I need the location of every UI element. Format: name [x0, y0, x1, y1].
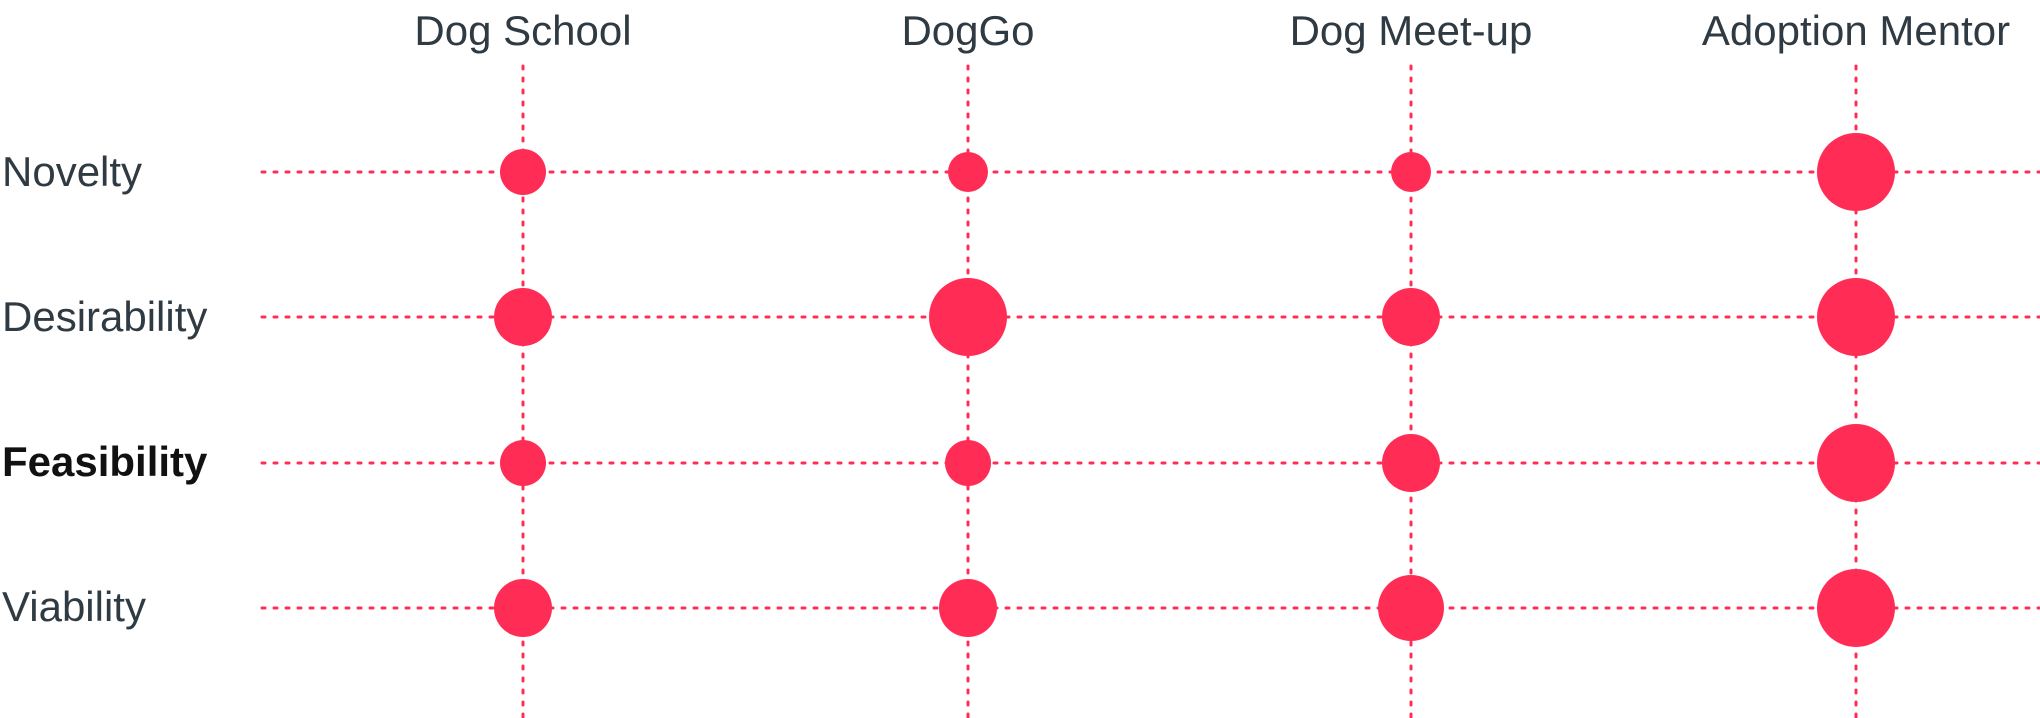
bubble-novelty-adoption-mentor [1817, 133, 1895, 211]
bubble-desirability-adoption-mentor [1817, 278, 1895, 356]
bubble-feasibility-adoption-mentor [1817, 424, 1895, 502]
bubble-viability-dog-meet-up [1378, 575, 1444, 641]
bubble-feasibility-dog-meet-up [1382, 434, 1440, 492]
row-label-desirability: Desirability [2, 293, 207, 340]
bubble-desirability-dog-meet-up [1382, 288, 1440, 346]
bubble-desirability-doggo [929, 278, 1007, 356]
bubble-feasibility-dog-school [500, 440, 546, 486]
column-label-dog-school: Dog School [414, 7, 631, 54]
row-label-feasibility: Feasibility [2, 438, 208, 485]
column-labels: Dog School DogGo Dog Meet-up Adoption Me… [414, 7, 2010, 54]
column-label-doggo: DogGo [901, 7, 1034, 54]
bubble-novelty-dog-school [500, 149, 546, 195]
column-label-dog-meet-up: Dog Meet-up [1290, 7, 1533, 54]
row-label-novelty: Novelty [2, 148, 142, 195]
row-label-viability: Viability [2, 583, 146, 630]
row-labels: Novelty Desirability Feasibility Viabili… [2, 148, 208, 630]
bubble-viability-dog-school [494, 579, 552, 637]
bubble-viability-adoption-mentor [1817, 569, 1895, 647]
bubble-viability-doggo [939, 579, 997, 637]
bubble-feasibility-doggo [945, 440, 991, 486]
bubbles [494, 133, 1895, 647]
column-label-adoption-mentor: Adoption Mentor [1702, 7, 2010, 54]
bubble-novelty-dog-meet-up [1391, 152, 1431, 192]
bubble-novelty-doggo [948, 152, 988, 192]
bubble-desirability-dog-school [494, 288, 552, 346]
